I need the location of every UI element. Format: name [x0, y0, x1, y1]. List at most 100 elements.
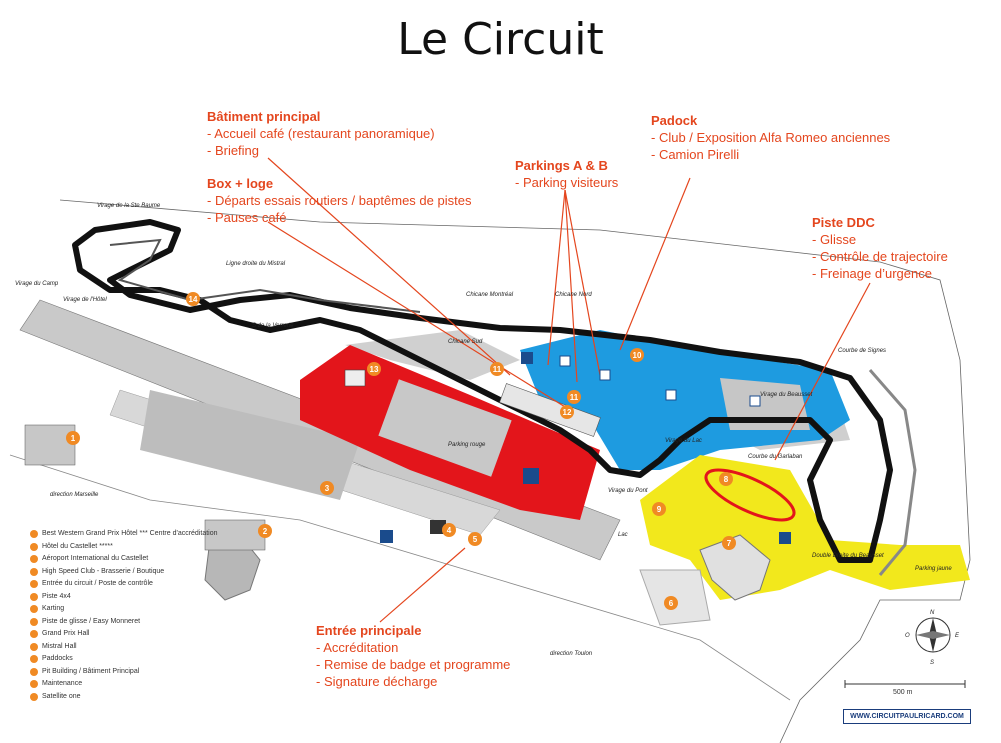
- legend-text: Entrée du circuit / Poste de contrôle: [42, 580, 153, 587]
- compass-s: S: [930, 660, 934, 666]
- scale-label: 500 m: [893, 689, 913, 696]
- svg-text:13: 13: [370, 365, 379, 374]
- building-hotel: [24, 424, 76, 466]
- callout-line: - Accueil café (restaurant panoramique): [207, 126, 435, 141]
- building-hangar: [430, 520, 446, 534]
- paddock-blue: [520, 330, 850, 470]
- callout-parkings: Parkings A & B - Parking visiteurs: [515, 157, 618, 191]
- callout-batiment-principal: Bâtiment principal - Accueil café (resta…: [207, 108, 435, 159]
- label-lac: Lac: [618, 532, 628, 538]
- parking-icon: [665, 389, 677, 401]
- marker: 4: [442, 523, 456, 537]
- callout-piste-ddc: Piste DDC - Glisse - Contrôle de traject…: [812, 214, 948, 282]
- legend-item: Pit Building / Bâtiment Principal: [30, 666, 218, 679]
- legend-text: Hôtel du Castellet *****: [42, 542, 113, 550]
- svg-text:2: 2: [263, 527, 268, 536]
- scale-bar: [844, 680, 966, 688]
- svg-text:6: 6: [669, 599, 674, 608]
- karting-track: [699, 534, 771, 601]
- legend-marker-icon: [30, 617, 38, 626]
- legend-marker-icon: [30, 692, 38, 701]
- legend-item: Aéroport International du Castellet: [30, 553, 218, 566]
- callout-padock: Padock - Club / Exposition Alfa Romeo an…: [651, 112, 890, 163]
- callout-heading: Bâtiment principal: [207, 109, 321, 124]
- callout-box-loge: Box + loge - Départs essais routiers / b…: [207, 175, 471, 226]
- marker: 3: [320, 481, 334, 495]
- compass-w: O: [905, 633, 910, 639]
- website-link[interactable]: WWW.CIRCUITPAULRICARD.COM: [843, 709, 971, 724]
- callout-heading: Box + loge: [207, 176, 274, 191]
- legend-item: Grand Prix Hall: [30, 628, 218, 641]
- svg-text:3: 3: [325, 484, 330, 493]
- marker: 11: [567, 390, 581, 404]
- label-virage-hotel: Virage de l'Hôtel: [63, 297, 107, 303]
- building-maintenance: [344, 369, 366, 387]
- legend-marker-icon: [30, 530, 38, 539]
- parking-icon: [779, 532, 791, 544]
- parking-rouge-lot: [378, 379, 512, 477]
- callout-leaders: [267, 157, 871, 623]
- marker: 6: [664, 596, 678, 610]
- legend-text: Mistral Hall: [42, 642, 77, 650]
- legend-item: Entrée du circuit / Poste de contrôle: [30, 578, 218, 591]
- svg-text:5: 5: [473, 535, 478, 544]
- legend-text: Karting: [42, 605, 65, 612]
- marker: 8: [719, 472, 733, 486]
- callout-line: - Briefing: [207, 143, 260, 158]
- marker: 2: [258, 524, 272, 538]
- callout-line: - Glisse: [812, 232, 857, 247]
- label-parking-jaune: Parking jaune: [915, 566, 952, 572]
- svg-text:14: 14: [189, 295, 198, 304]
- callout-line: - Départs essais routiers / baptêmes de …: [207, 193, 472, 208]
- legend-text: Piste de glisse / Easy Monneret: [42, 617, 141, 625]
- marker: 10: [630, 348, 644, 362]
- svg-text:11: 11: [493, 365, 502, 374]
- callout-line: - Club / Exposition Alfa Romeo anciennes: [651, 130, 891, 145]
- svg-text:9: 9: [657, 505, 662, 514]
- marker: 14: [186, 292, 200, 306]
- label-direction-marseille: direction Marseille: [50, 492, 99, 498]
- svg-text:1: 1: [71, 434, 76, 443]
- legend-item: Maintenance: [30, 678, 218, 691]
- callout-entree-principale: Entrée principale - Accréditation - Remi…: [316, 622, 510, 690]
- legend-marker-icon: [30, 592, 38, 601]
- callout-line: - Pauses café: [207, 210, 287, 225]
- legend-text: Piste 4x4: [42, 592, 71, 600]
- callout-line: - Remise de badge et programme: [316, 657, 511, 672]
- callout-line: - Freinage d’urgence: [812, 266, 932, 281]
- track-outer-run-off: [868, 369, 917, 576]
- race-track: [72, 219, 893, 563]
- label-s-verrerie: S de la Verrerie: [252, 323, 294, 329]
- legend-marker-icon: [30, 580, 38, 589]
- callout-line: - Parking visiteurs: [515, 175, 619, 190]
- legend-item: Piste de glisse / Easy Monneret: [30, 616, 218, 629]
- label-courbe-signes: Courbe de Signes: [838, 348, 886, 354]
- label-parking-rouge: Parking rouge: [448, 442, 486, 448]
- legend-item: Piste 4x4: [30, 591, 218, 604]
- site-boundary: [59, 199, 971, 743]
- legend-text: Aéroport International du Castellet: [42, 555, 149, 562]
- callout-heading: Padock: [651, 113, 698, 128]
- parking-icon: [523, 468, 539, 484]
- legend-text: Satellite one: [42, 692, 81, 700]
- svg-text:11: 11: [570, 393, 579, 402]
- parking-icon: [380, 530, 393, 543]
- building-pits: [499, 383, 601, 437]
- legend-marker-icon: [30, 555, 38, 564]
- svg-text:4: 4: [447, 526, 452, 535]
- label-chicane-sud: Chicane Sud: [448, 339, 483, 345]
- legend-marker-icon: [30, 605, 38, 614]
- callout-heading: Entrée principale: [316, 623, 422, 638]
- legend-marker-icon: [30, 667, 38, 676]
- page-title: Le Circuit: [397, 14, 604, 65]
- legend-item: High Speed Club - Brasserie / Boutique: [30, 566, 218, 579]
- label-virage-ste-baume: Virage de la Ste Baume: [97, 203, 161, 209]
- label-courbe-garlaban: Courbe du Garlaban: [748, 454, 803, 460]
- callout-line: - Camion Pirelli: [651, 147, 740, 162]
- legend-text: Maintenance: [42, 680, 83, 687]
- label-virage-beausset: Virage du Beausset: [760, 392, 813, 398]
- marker: 11: [490, 362, 504, 376]
- map-legend: Best Western Grand Prix Hôtel *** Centre…: [30, 528, 218, 703]
- callout-line: - Accréditation: [316, 640, 399, 655]
- legend-text: High Speed Club - Brasserie / Boutique: [42, 567, 165, 575]
